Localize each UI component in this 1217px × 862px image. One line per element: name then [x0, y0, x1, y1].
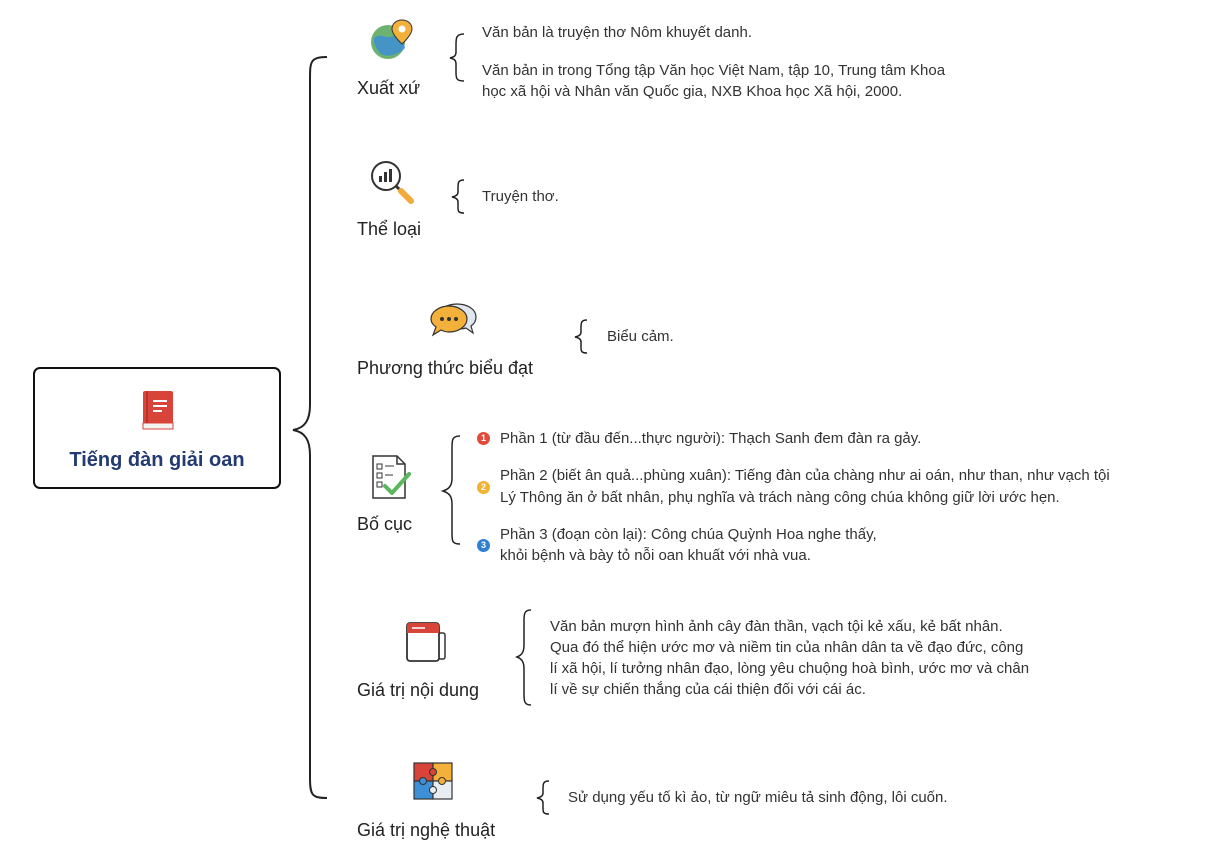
- notebook-icon: [405, 619, 449, 670]
- part-2-badge: 2: [477, 481, 490, 494]
- part-2-line-1: Phần 2 (biết ân quả...phùng xuân): Tiếng…: [500, 467, 1110, 484]
- part-3-line-2: khỏi bệnh và bày tỏ nỗi oan khuất với nh…: [500, 547, 811, 564]
- phuong-thuc-line-1: Biểu cảm.: [607, 328, 674, 345]
- noi-dung-line-2: Qua đó thể hiện ước mơ và niềm tin của n…: [550, 639, 1024, 656]
- brace-the-loai: [451, 179, 465, 214]
- checklist-icon: [371, 454, 411, 505]
- globe-pin-icon: [369, 18, 413, 67]
- brace-bo-cuc: [440, 435, 461, 545]
- noi-dung-line-3: lí xã hội, lí tưởng nhân đạo, lòng yêu c…: [550, 660, 1030, 677]
- part-3-badge: 3: [477, 539, 490, 552]
- part-1-badge: 1: [477, 432, 490, 445]
- topic-noi-dung[interactable]: Giá trị nội dung: [357, 680, 480, 700]
- topic-phuong-thuc[interactable]: Phương thức biểu đạt: [357, 358, 534, 378]
- brace-phuong-thuc: [574, 319, 588, 354]
- nghe-thuat-line-1: Sử dụng yếu tố kì ảo, từ ngữ miêu tả sin…: [568, 789, 948, 806]
- root-title: Tiếng đàn giải oan: [69, 449, 245, 471]
- noi-dung-line-4: lí về sự chiến thắng của cái thiện đối v…: [550, 681, 866, 698]
- xuat-xu-line-1: Văn bản là truyện thơ Nôm khuyết danh.: [482, 24, 752, 41]
- book-icon: [141, 389, 177, 436]
- main-brace: [292, 56, 328, 799]
- magnifier-chart-icon: [369, 159, 415, 210]
- xuat-xu-line-2: Văn bản in trong Tổng tập Văn học Việt N…: [482, 62, 946, 79]
- puzzle-icon: [412, 761, 456, 808]
- xuat-xu-line-3: học xã hội và Nhân văn Quốc gia, NXB Kho…: [482, 83, 903, 100]
- brace-xuat-xu: [449, 33, 465, 82]
- brace-nghe-thuat: [536, 780, 550, 815]
- topic-bo-cuc[interactable]: Bố cục: [357, 514, 413, 534]
- the-loai-line-1: Truyện thơ.: [482, 188, 559, 205]
- noi-dung-line-1: Văn bản mượn hình ảnh cây đàn thần, vạch…: [550, 618, 1003, 635]
- part-1-line-1: Phần 1 (từ đầu đến...thực người): Thạch …: [500, 430, 922, 447]
- part-2-line-2: Lý Thông ăn ở bất nhân, phụ nghĩa và trá…: [500, 489, 1060, 506]
- speech-bubbles-icon: [429, 300, 479, 345]
- topic-the-loai[interactable]: Thể loại: [357, 219, 422, 239]
- root-node[interactable]: Tiếng đàn giải oan: [33, 367, 281, 489]
- brace-noi-dung: [514, 609, 532, 706]
- topic-nghe-thuat[interactable]: Giá trị nghệ thuật: [357, 820, 496, 840]
- part-3-line-1: Phần 3 (đoạn còn lại): Công chúa Quỳnh H…: [500, 526, 877, 543]
- topic-xuat-xu[interactable]: Xuất xứ: [357, 78, 421, 98]
